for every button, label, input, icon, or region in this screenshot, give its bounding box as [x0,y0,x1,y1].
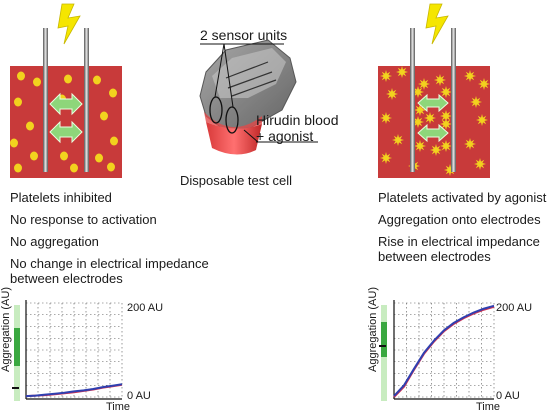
activated-platelet [434,74,446,86]
activated-platelet [440,86,452,98]
right-ytick-min: 0 AU [496,390,520,402]
left-line-2: No response to activation [10,212,157,227]
activated-platelet [430,144,442,156]
left-series [25,383,123,398]
lightning-bolt-icon [57,3,81,45]
electrode [84,28,89,172]
activated-platelet [470,96,482,108]
activated-platelet [424,112,436,124]
platelet [95,153,103,163]
electrode [410,28,415,172]
right-arrows [417,93,449,143]
right-line-3: Rise in electrical impedance [378,234,540,249]
disposable-test-cell: 2 sensor units Hirudin blood + agonist D… [180,27,339,188]
activated-platelet [474,158,486,170]
activated-platelet [440,118,452,130]
platelet [107,162,115,172]
left-scale-bar [12,305,20,401]
left-blood-well [10,3,122,178]
left-line-3: No aggregation [10,234,99,249]
activated-platelet [440,110,452,122]
electrode [451,28,456,172]
left-line-1: Platelets inhibited [10,190,112,205]
test-cell-label: Disposable test cell [180,173,292,188]
blood-label-line1: Hirudin blood [256,112,339,128]
right-ylabel: Aggregation (AU) [367,287,379,372]
lightning-bolt-icon [425,3,449,45]
electrode [43,28,48,172]
right-line-1: Platelets activated by agonist [378,190,547,205]
activated-platelet [386,88,398,100]
blood-label-line2: + agonist [256,128,313,144]
left-ytick-min: 0 AU [127,390,151,402]
right-electrodes [410,28,456,172]
activated-platelet [414,140,426,152]
platelet [60,151,68,161]
left-aggregation-chart: Aggregation (AU) 200 AU 0 AU Time [0,287,163,410]
right-scale-bar [379,305,387,401]
left-line-4: No change in electrical impedance [10,256,209,271]
left-arrows [49,92,83,144]
platelet [30,151,38,161]
left-ylabel: Aggregation (AU) [0,287,12,372]
platelet [70,163,78,173]
platelet [26,121,34,131]
left-line-5: between electrodes [10,271,123,286]
left-grid [25,302,123,398]
activated-platelet [380,152,392,164]
activated-platelet [380,112,392,124]
platelet [110,136,118,146]
platelet [109,88,117,98]
platelet [100,111,108,121]
left-electrodes [43,28,89,172]
blood-cup [206,122,262,155]
platelet [33,77,41,87]
series-line-2 [25,383,123,398]
double-arrow-icon [417,123,449,143]
right-series [393,304,495,398]
double-arrow-icon [49,92,83,116]
activated-platelet [396,66,408,78]
right-line-2: Aggregation onto electrodes [378,212,541,227]
right-grid [393,302,495,398]
activated-platelet [464,138,476,150]
activated-platelet [392,134,404,146]
series-line-2 [393,304,495,397]
right-aggregation-chart: Aggregation (AU) 200 AU 0 AU Time [367,287,532,410]
activated-platelet [380,70,392,82]
activated-platelet [418,78,430,90]
right-line-4: between electrodes [378,249,491,264]
sensor-unit [225,106,239,134]
platelet [10,138,18,148]
double-arrow-icon [49,120,83,144]
platelet [17,71,25,81]
right-xlabel: Time [476,401,500,410]
left-ytick-max: 200 AU [127,302,163,314]
activated-platelet [464,70,476,82]
platelet [14,163,22,173]
platelet [93,75,101,85]
activated-platelet [476,114,488,126]
sensor-units-label: 2 sensor units [200,27,287,43]
activated-platelet [440,140,452,152]
sensor-unit [209,96,223,124]
left-xlabel: Time [106,401,130,410]
platelet [14,97,22,107]
right-platelets [380,66,490,176]
right-blood-well [378,3,490,178]
right-ytick-max: 200 AU [496,302,532,314]
activated-platelet [478,78,490,90]
platelet [64,74,72,84]
double-arrow-icon [417,93,449,113]
